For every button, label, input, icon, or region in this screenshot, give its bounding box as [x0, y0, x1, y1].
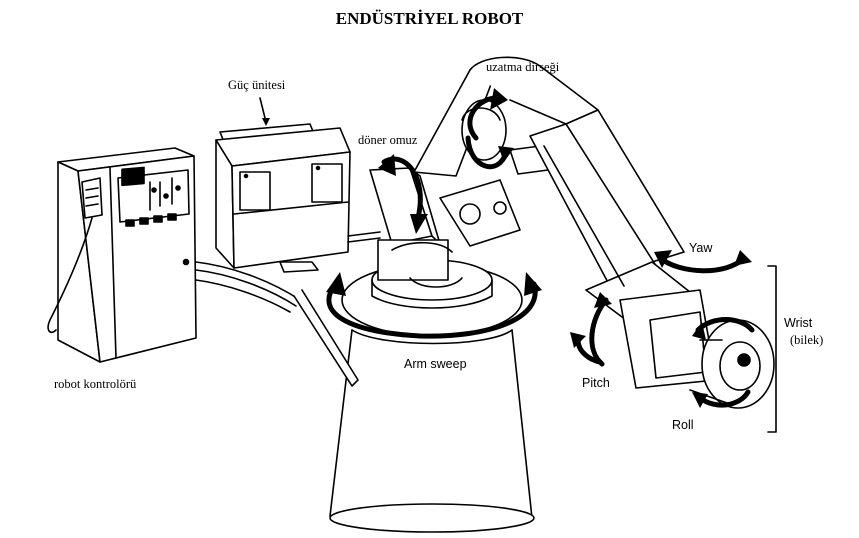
- pitch-label: Pitch: [582, 376, 610, 390]
- wrist-label: Wrist: [784, 316, 812, 330]
- extension-elbow-label: uzatma dirseği: [486, 60, 559, 75]
- power-unit-label: Güç ünitesi: [228, 78, 285, 93]
- yaw-label: Yaw: [689, 241, 712, 255]
- wrist-turkish-label: (bilek): [790, 333, 823, 348]
- arm-sweep-label: Arm sweep: [404, 357, 467, 371]
- robot-controller-label: robot kontrolörü: [54, 377, 136, 392]
- page-title: ENDÜSTRİYEL ROBOT: [0, 9, 859, 29]
- rotating-shoulder-label: döner omuz: [358, 133, 417, 148]
- roll-label: Roll: [672, 418, 694, 432]
- robot-controller-cabinet: [48, 148, 196, 362]
